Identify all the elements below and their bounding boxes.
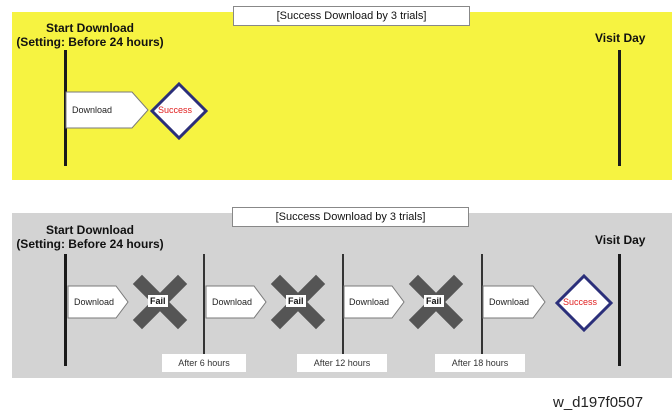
- bottom-visit-label: Visit Day: [595, 233, 646, 247]
- top-download-label: Download: [72, 105, 113, 115]
- bottom-start-label: Start Download (Setting: Before 24 hours…: [0, 223, 180, 251]
- bottom-download-arrow-2: [205, 285, 267, 319]
- bottom-download-arrow-3: [343, 285, 405, 319]
- top-caption: [Success Download by 3 trials]: [233, 6, 470, 26]
- after-label-3: After 18 hours: [435, 354, 525, 372]
- fail-label-1: Fail: [148, 295, 168, 307]
- after-label-1: After 6 hours: [162, 354, 246, 372]
- bottom-start-label-line1: Start Download: [45, 223, 134, 237]
- bottom-retry-line-3: [481, 254, 483, 366]
- bottom-download-arrow-1: [67, 285, 129, 319]
- fail-label-2: Fail: [286, 295, 306, 307]
- after-label-2: After 12 hours: [297, 354, 387, 372]
- bottom-download-label-2: Download: [212, 297, 253, 307]
- top-visit-label: Visit Day: [595, 31, 646, 45]
- bottom-success-diamond: [554, 273, 614, 333]
- bottom-download-label-4: Download: [489, 297, 530, 307]
- bottom-start-label-line2: (Setting: Before 24 hours): [16, 237, 164, 251]
- figure-id-label: w_d197f0507: [553, 394, 644, 411]
- top-success-label: Success: [158, 105, 193, 115]
- bottom-caption: [Success Download by 3 trials]: [232, 207, 469, 227]
- top-download-arrow: [65, 91, 149, 129]
- top-start-label-line2: (Setting: Before 24 hours): [16, 35, 164, 49]
- top-start-label: Start Download (Setting: Before 24 hours…: [0, 21, 180, 49]
- bottom-visit-line: [618, 254, 621, 366]
- bottom-retry-line-2: [342, 254, 344, 366]
- bottom-success-label: Success: [563, 297, 598, 307]
- fail-label-3: Fail: [424, 295, 444, 307]
- bottom-download-label-1: Download: [74, 297, 115, 307]
- bottom-download-arrow-4: [482, 285, 546, 319]
- bottom-download-label-3: Download: [349, 297, 390, 307]
- bottom-start-line: [64, 254, 67, 366]
- top-visit-line: [618, 50, 621, 166]
- bottom-retry-line-1: [203, 254, 205, 366]
- top-start-label-line1: Start Download: [45, 21, 134, 35]
- top-success-diamond: [149, 81, 209, 141]
